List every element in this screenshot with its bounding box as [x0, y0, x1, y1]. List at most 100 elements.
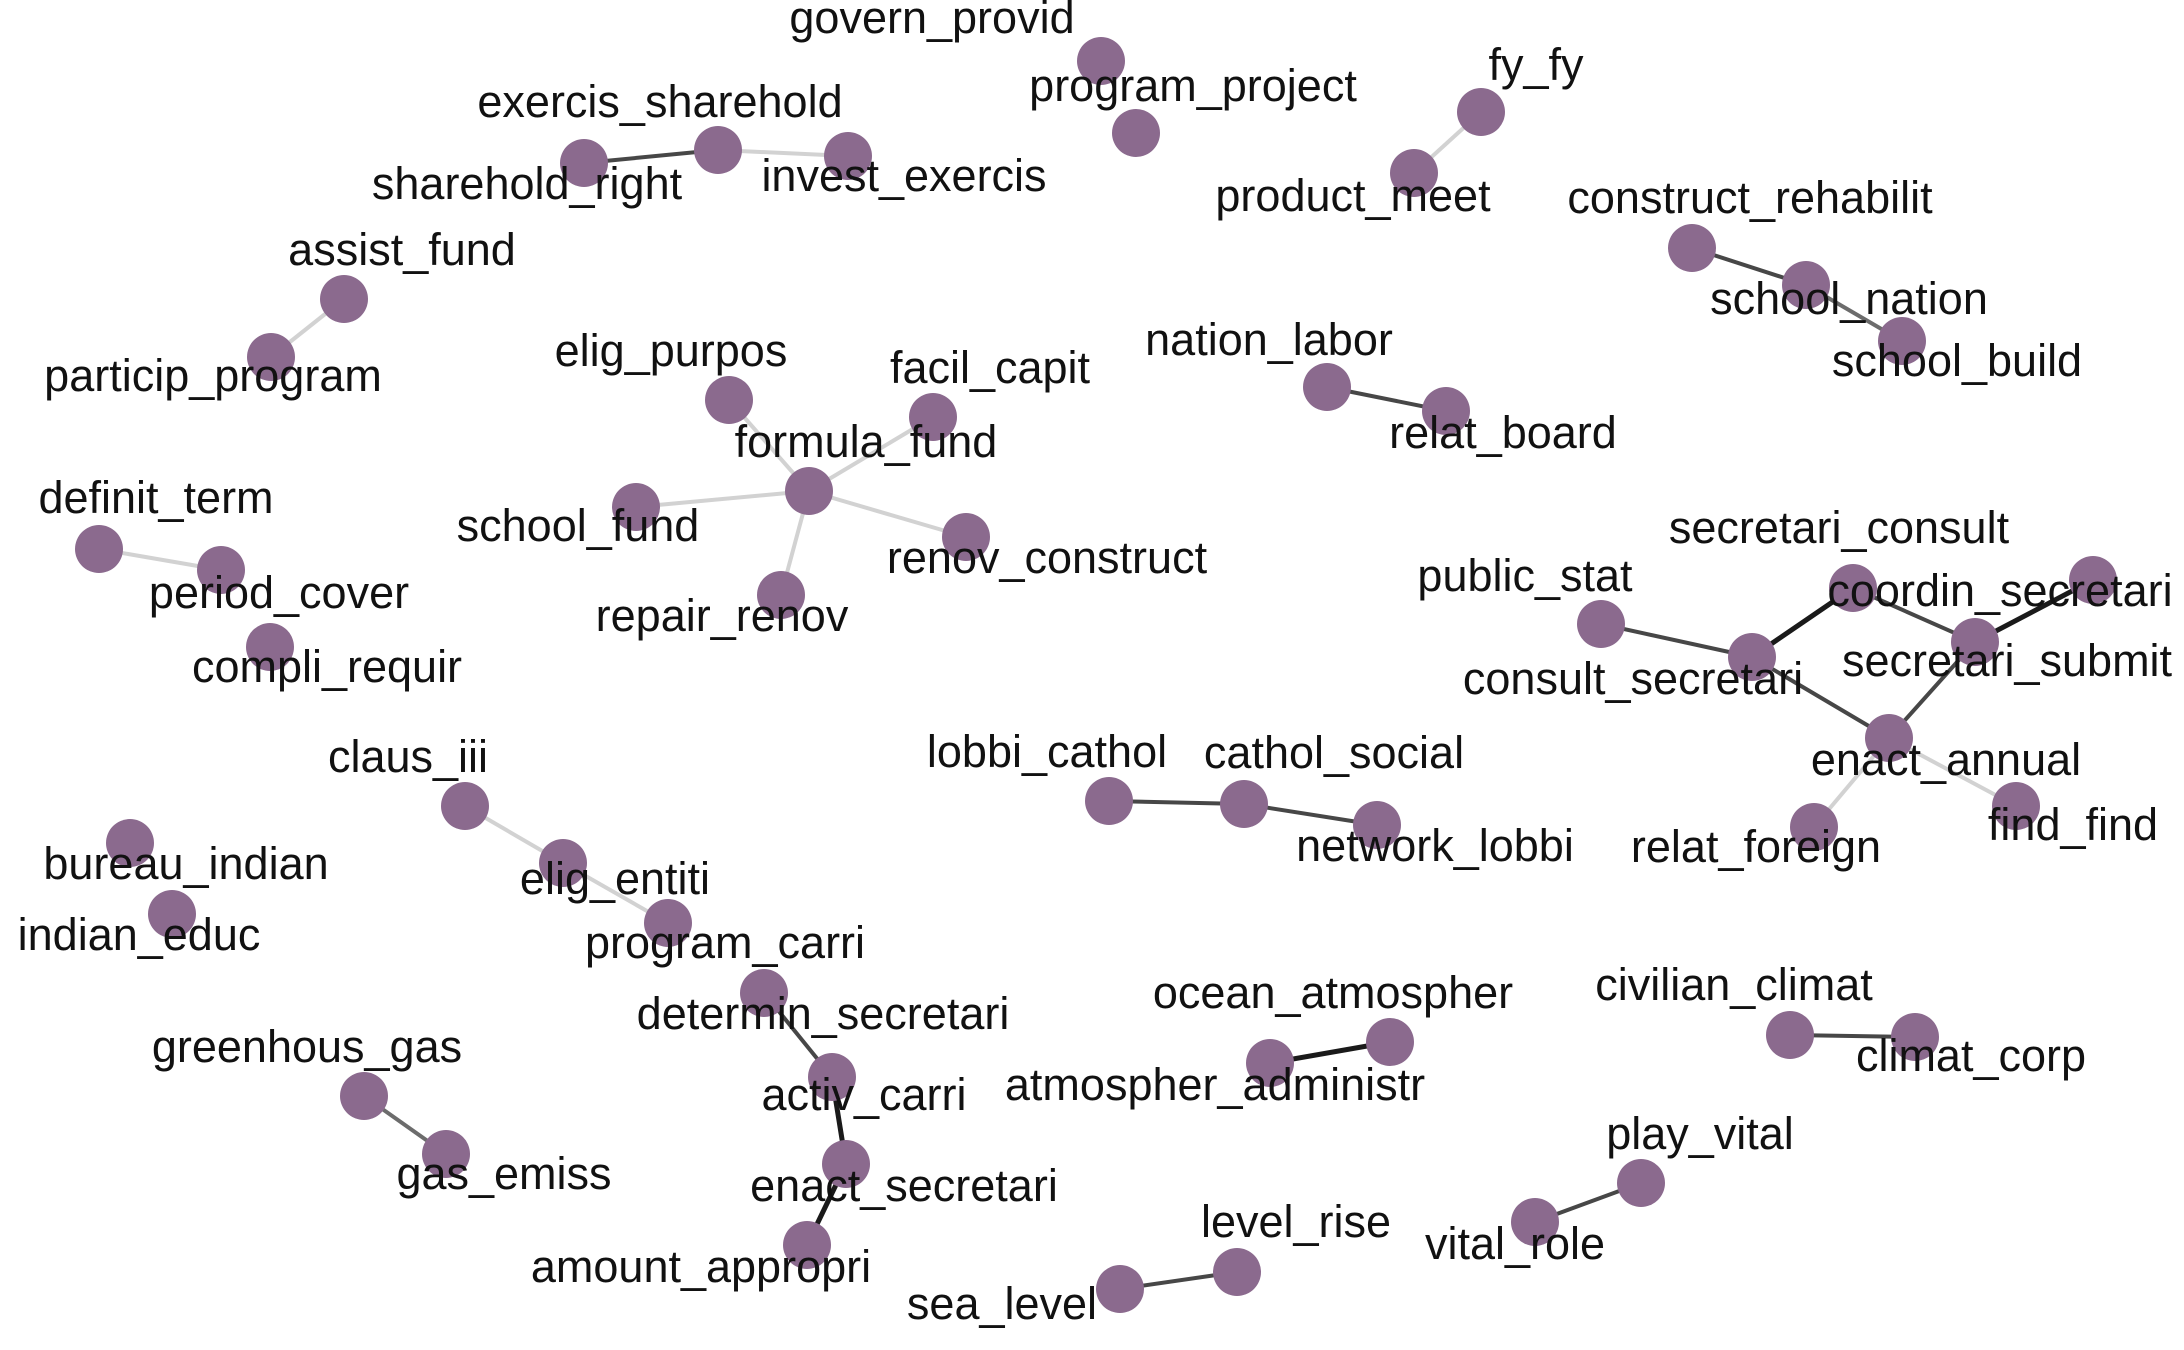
node-label-gas_emiss: gas_emiss — [396, 1148, 611, 1199]
node-label-ocean_atmospher: ocean_atmospher — [1153, 967, 1513, 1018]
node-fy_fy[interactable] — [1457, 88, 1505, 136]
node-label-civilian_climat: civilian_climat — [1595, 959, 1873, 1010]
node-activ_carri[interactable] — [808, 1053, 856, 1101]
node-govern_provid[interactable] — [1077, 37, 1125, 85]
node-particip_program[interactable] — [247, 333, 295, 381]
node-vital_role[interactable] — [1511, 1198, 1559, 1246]
edge-formula_fund-school_fund — [634, 489, 811, 509]
node-period_cover[interactable] — [197, 546, 245, 594]
node-label-period_cover: period_cover — [149, 567, 409, 618]
node-indian_educ[interactable] — [148, 890, 196, 938]
node-label-indian_educ: indian_educ — [18, 909, 261, 960]
node-lobbi_cathol[interactable] — [1085, 777, 1133, 825]
node-label-consult_secretari: consult_secretari — [1463, 653, 1803, 704]
node-sharehold_right[interactable] — [560, 139, 608, 187]
node-relat_board[interactable] — [1422, 387, 1470, 435]
node-repair_renov[interactable] — [757, 571, 805, 619]
node-compli_requir[interactable] — [246, 623, 294, 671]
node-amount_appropri[interactable] — [783, 1221, 831, 1269]
node-label-coordin_secretari: coordin_secretari — [1827, 565, 2172, 616]
node-label-climat_corp: climat_corp — [1856, 1030, 2086, 1081]
node-school_nation[interactable] — [1782, 261, 1830, 309]
node-label-bureau_indian: bureau_indian — [43, 838, 328, 889]
node-claus_iii[interactable] — [441, 782, 489, 830]
node-label-assist_fund: assist_fund — [288, 224, 516, 275]
node-label-find_find: find_find — [1988, 799, 2158, 850]
node-label-sharehold_right: sharehold_right — [372, 158, 683, 209]
node-public_stat[interactable] — [1577, 600, 1625, 648]
node-label-exercis_sharehold: exercis_sharehold — [477, 76, 842, 127]
node-label-secretari_submit: secretari_submit — [1842, 635, 2173, 686]
node-label-program_project: program_project — [1029, 60, 1357, 111]
node-elig_purpos[interactable] — [705, 376, 753, 424]
node-invest_exercis[interactable] — [824, 132, 872, 180]
node-label-level_rise: level_rise — [1201, 1196, 1391, 1247]
edge-formula_fund-renov_construct — [807, 489, 968, 539]
node-program_carri[interactable] — [644, 899, 692, 947]
node-label-lobbi_cathol: lobbi_cathol — [927, 726, 1167, 777]
node-level_rise[interactable] — [1213, 1248, 1261, 1296]
node-label-product_meet: product_meet — [1215, 170, 1491, 221]
node-relat_foreign[interactable] — [1790, 803, 1838, 851]
node-play_vital[interactable] — [1617, 1159, 1665, 1207]
node-coordin_secretari[interactable] — [1951, 618, 1999, 666]
node-sea_level[interactable] — [1096, 1265, 1144, 1313]
node-gas_emiss[interactable] — [422, 1130, 470, 1178]
node-determin_secretari[interactable] — [740, 969, 788, 1017]
node-ocean_atmospher[interactable] — [1366, 1018, 1414, 1066]
node-atmospher_administr[interactable] — [1246, 1039, 1294, 1087]
node-facil_capit[interactable] — [909, 393, 957, 441]
node-consult_secretari[interactable] — [1728, 633, 1776, 681]
node-formula_fund[interactable] — [785, 467, 833, 515]
node-label-activ_carri: activ_carri — [761, 1069, 966, 1120]
node-label-enact_secretari: enact_secretari — [750, 1160, 1058, 1211]
node-secretari_consult[interactable] — [1829, 564, 1877, 612]
node-enact_annual[interactable] — [1865, 714, 1913, 762]
node-find_find[interactable] — [1992, 782, 2040, 830]
node-secretari_submit[interactable] — [2069, 556, 2117, 604]
node-school_build[interactable] — [1878, 317, 1926, 365]
node-label-cathol_social: cathol_social — [1204, 727, 1464, 778]
node-label-public_stat: public_stat — [1417, 550, 1633, 601]
node-exercis_sharehold[interactable] — [694, 126, 742, 174]
node-label-greenhous_gas: greenhous_gas — [152, 1021, 462, 1072]
node-label-construct_rehabilit: construct_rehabilit — [1567, 172, 1933, 223]
edge-formula_fund-facil_capit — [807, 415, 935, 493]
edge-consult_secretari-enact_annual — [1750, 655, 1891, 740]
node-school_fund[interactable] — [612, 483, 660, 531]
node-enact_secretari[interactable] — [822, 1140, 870, 1188]
node-label-elig_purpos: elig_purpos — [555, 325, 788, 376]
node-label-sea_level: sea_level — [907, 1278, 1097, 1329]
node-label-network_lobbi: network_lobbi — [1296, 820, 1574, 871]
node-bureau_indian[interactable] — [106, 819, 154, 867]
node-network_lobbi[interactable] — [1353, 801, 1401, 849]
node-product_meet[interactable] — [1390, 149, 1438, 197]
node-renov_construct[interactable] — [942, 513, 990, 561]
node-label-particip_program: particip_program — [44, 350, 382, 401]
node-label-secretari_consult: secretari_consult — [1669, 502, 2010, 553]
node-climat_corp[interactable] — [1891, 1013, 1939, 1061]
node-elig_entiti[interactable] — [539, 839, 587, 887]
node-label-program_carri: program_carri — [585, 917, 865, 968]
node-program_project[interactable] — [1112, 109, 1160, 157]
node-label-enact_annual: enact_annual — [1811, 734, 2081, 785]
node-label-repair_renov: repair_renov — [596, 590, 849, 641]
node-label-relat_foreign: relat_foreign — [1631, 821, 1881, 872]
node-label-play_vital: play_vital — [1606, 1108, 1794, 1159]
node-cathol_social[interactable] — [1220, 780, 1268, 828]
node-civilian_climat[interactable] — [1766, 1011, 1814, 1059]
node-assist_fund[interactable] — [320, 275, 368, 323]
node-construct_rehabilit[interactable] — [1668, 224, 1716, 272]
node-label-nation_labor: nation_labor — [1145, 314, 1393, 365]
node-label-school_nation: school_nation — [1710, 273, 1988, 324]
node-greenhous_gas[interactable] — [340, 1072, 388, 1120]
node-label-facil_capit: facil_capit — [890, 342, 1091, 393]
node-definit_term[interactable] — [75, 525, 123, 573]
node-nation_labor[interactable] — [1303, 363, 1351, 411]
node-label-formula_fund: formula_fund — [735, 416, 998, 467]
node-label-renov_construct: renov_construct — [887, 532, 1208, 583]
node-label-school_fund: school_fund — [457, 500, 700, 551]
edge-enact_annual-find_find — [1887, 736, 2018, 808]
